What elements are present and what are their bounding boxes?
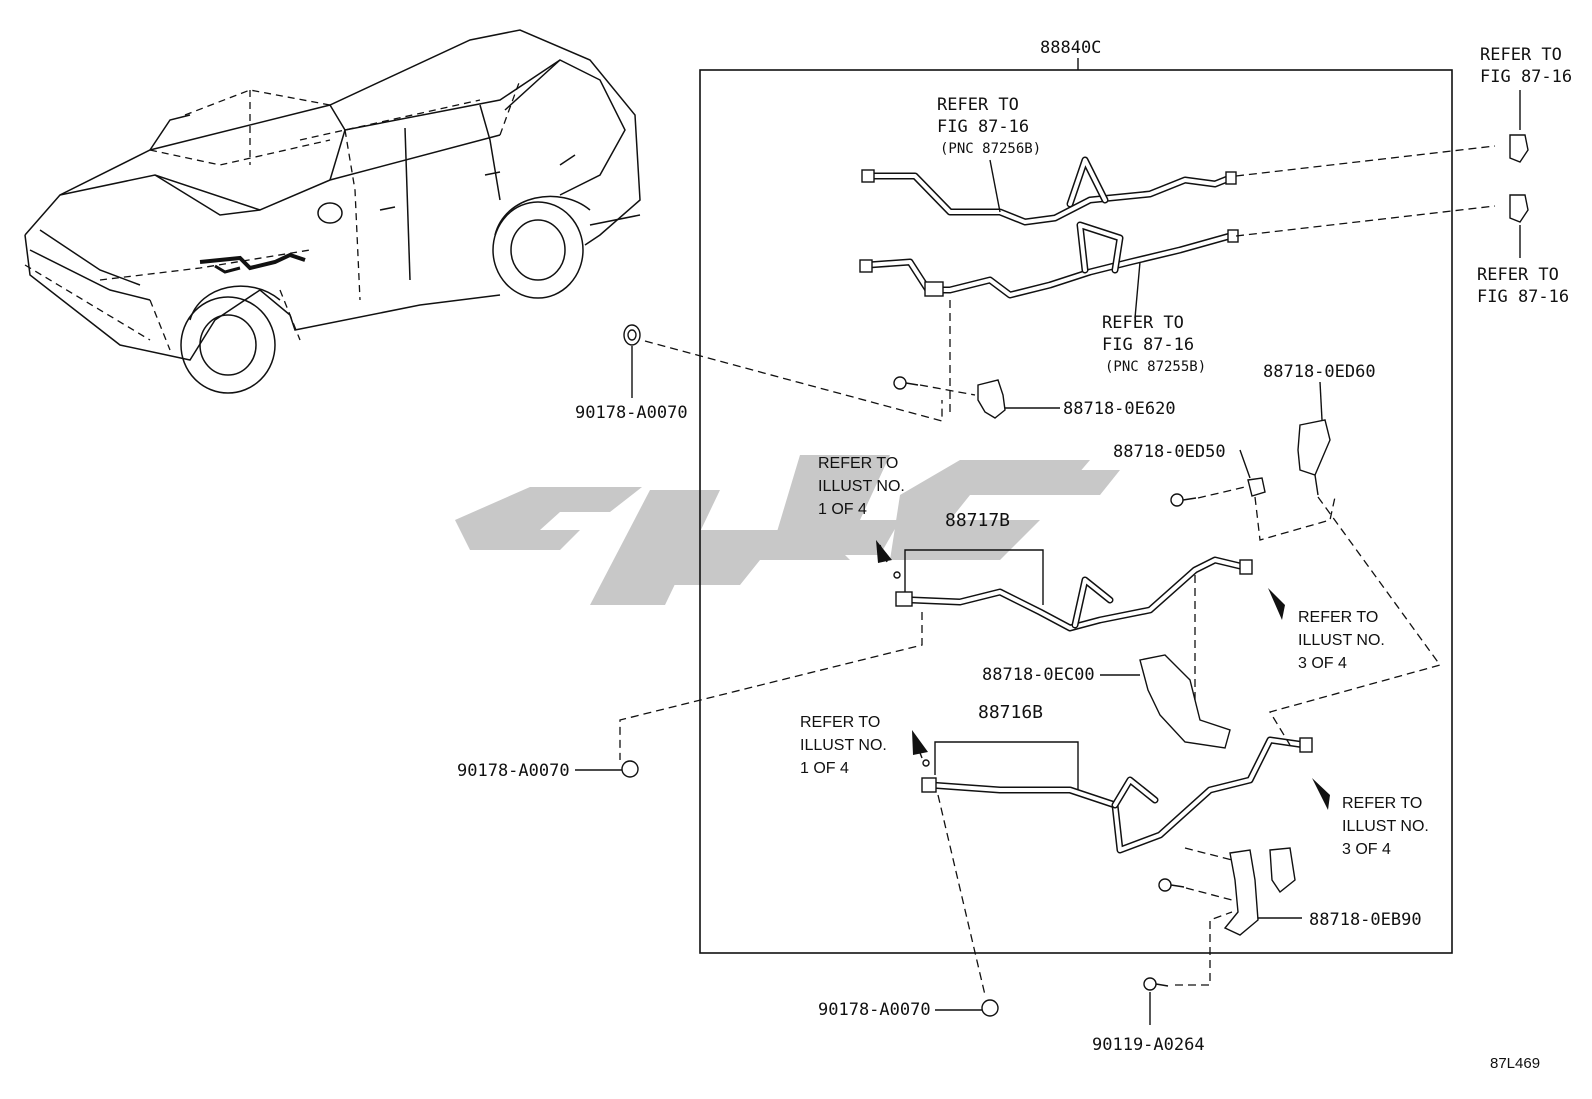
ref-line: REFER TO (1480, 45, 1562, 65)
ref-line: ILLUST NO. (818, 478, 905, 495)
watermark-logo (455, 455, 1120, 605)
part-label-90178-c: 90178-A0070 (818, 1000, 931, 1020)
ref-line: 1 OF 4 (800, 760, 849, 777)
bracket-88718-0e620 (977, 379, 1006, 419)
ref-line: REFER TO (1477, 265, 1559, 285)
arrow-illust-3a (1268, 588, 1285, 620)
figure-code: 87L469 (1490, 1055, 1540, 1072)
bracket-88718-0eb90 (1223, 847, 1296, 936)
vehicle-illustration (24, 29, 641, 394)
pipe-88716b (921, 736, 1313, 854)
ref-line: (PNC 87256B) (940, 141, 1041, 157)
arrow-illust-1a (876, 540, 892, 563)
bolt-mid (1170, 493, 1197, 507)
bolt-90119 (1143, 977, 1169, 991)
grommet-90178-b (621, 760, 639, 778)
leader-lines (575, 90, 1521, 1025)
ref-line: ILLUST NO. (800, 737, 887, 754)
grommet-90178-a (623, 324, 641, 346)
ref-line: REFER TO (1298, 609, 1378, 626)
part-label-88716b: 88716B (978, 702, 1043, 723)
clip-top-right-upper (1509, 134, 1529, 163)
part-label-90178-b: 90178-A0070 (457, 761, 570, 781)
ref-line: (PNC 87255B) (1105, 359, 1206, 375)
part-label-88718-0eb90: 88718-0EB90 (1309, 910, 1422, 930)
ref-fig-pipe-upper: REFER TO FIG 87-16 (PNC 87256B) (937, 95, 1041, 157)
pipe-88717b (893, 556, 1253, 632)
ref-fig-right-mid: REFER TO FIG 87-16 (1477, 265, 1569, 307)
ref-line: REFER TO (818, 455, 898, 472)
ref-line: 1 OF 4 (818, 501, 867, 518)
pipe-upper (861, 156, 1237, 226)
ref-line: FIG 87-16 (1102, 335, 1194, 355)
ref-illust-3b: REFER TO ILLUST NO. 3 OF 4 (1342, 795, 1429, 858)
part-label-88718-0ec00: 88718-0EC00 (982, 665, 1095, 685)
part-label-90119: 90119-A0264 (1092, 1035, 1205, 1055)
ref-fig-pipe-lower: REFER TO FIG 87-16 (PNC 87255B) (1102, 313, 1206, 375)
ref-line: REFER TO (1342, 795, 1422, 812)
ref-line: 3 OF 4 (1342, 841, 1391, 858)
ref-line: REFER TO (1102, 313, 1184, 333)
connector-lines (619, 145, 1496, 996)
part-label-90178-a: 90178-A0070 (575, 403, 688, 423)
clip-88718-0ed50 (1247, 477, 1266, 497)
ref-illust-3a: REFER TO ILLUST NO. 3 OF 4 (1298, 609, 1385, 672)
part-label-88718-0ed50: 88718-0ED50 (1113, 442, 1226, 462)
bracket-88718-0ed60 (1297, 419, 1331, 496)
bracket-88718-0ec00 (1139, 654, 1231, 749)
ref-line: REFER TO (937, 95, 1019, 115)
arrow-illust-3b (1312, 778, 1330, 810)
ref-line: FIG 87-16 (937, 117, 1029, 137)
ref-line: ILLUST NO. (1342, 818, 1429, 835)
bolt-upper (893, 376, 919, 390)
ref-fig-top-right: REFER TO FIG 87-16 (1480, 45, 1572, 87)
clip-top-right-lower (1509, 194, 1529, 223)
part-label-88718-0e620: 88718-0E620 (1063, 399, 1176, 419)
ref-line: 3 OF 4 (1298, 655, 1347, 672)
ref-line: FIG 87-16 (1477, 287, 1569, 307)
grommet-90178-c (981, 999, 999, 1017)
ref-line: REFER TO (800, 714, 880, 731)
pipe-middle (859, 221, 1239, 299)
bolt-lower (1158, 878, 1185, 892)
ref-line: FIG 87-16 (1480, 67, 1572, 87)
part-label-88718-0ed60: 88718-0ED60 (1263, 362, 1376, 382)
ref-line: ILLUST NO. (1298, 632, 1385, 649)
part-label-88717b: 88717B (945, 510, 1010, 531)
ref-illust-1a: REFER TO ILLUST NO. 1 OF 4 (818, 455, 905, 518)
ref-illust-1b: REFER TO ILLUST NO. 1 OF 4 (800, 714, 887, 777)
arrow-illust-1b (912, 730, 928, 759)
assembly-label: 88840C (1040, 38, 1101, 58)
assembly-box: 88840C (699, 38, 1453, 954)
